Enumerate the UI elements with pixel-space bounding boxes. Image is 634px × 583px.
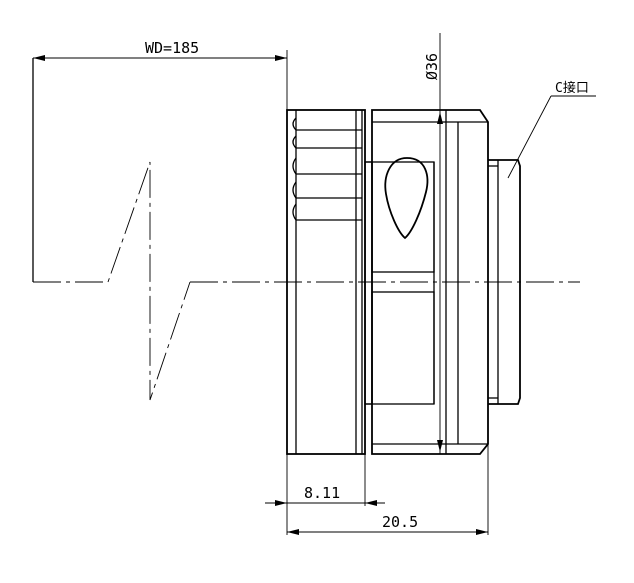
bottom-dimensions: 8.11 20.5 [265, 404, 489, 535]
diameter-label: Ø36 [423, 53, 441, 80]
dim-total-label: 20.5 [382, 513, 418, 531]
lens-body [286, 109, 521, 455]
locking-screw-icon [384, 157, 429, 240]
dim-small-label: 8.11 [304, 484, 340, 502]
focus-grip-rings [292, 110, 363, 454]
c-mount-label: C接口 [555, 80, 589, 96]
c-mount-flange [488, 159, 521, 405]
diameter-dimension: Ø36 [423, 33, 443, 454]
wd-label: WD=185 [145, 39, 199, 57]
working-distance-dimension: WD=185 [33, 39, 288, 112]
c-mount-callout: C接口 [507, 80, 596, 179]
working-distance-break-symbol [32, 58, 191, 401]
